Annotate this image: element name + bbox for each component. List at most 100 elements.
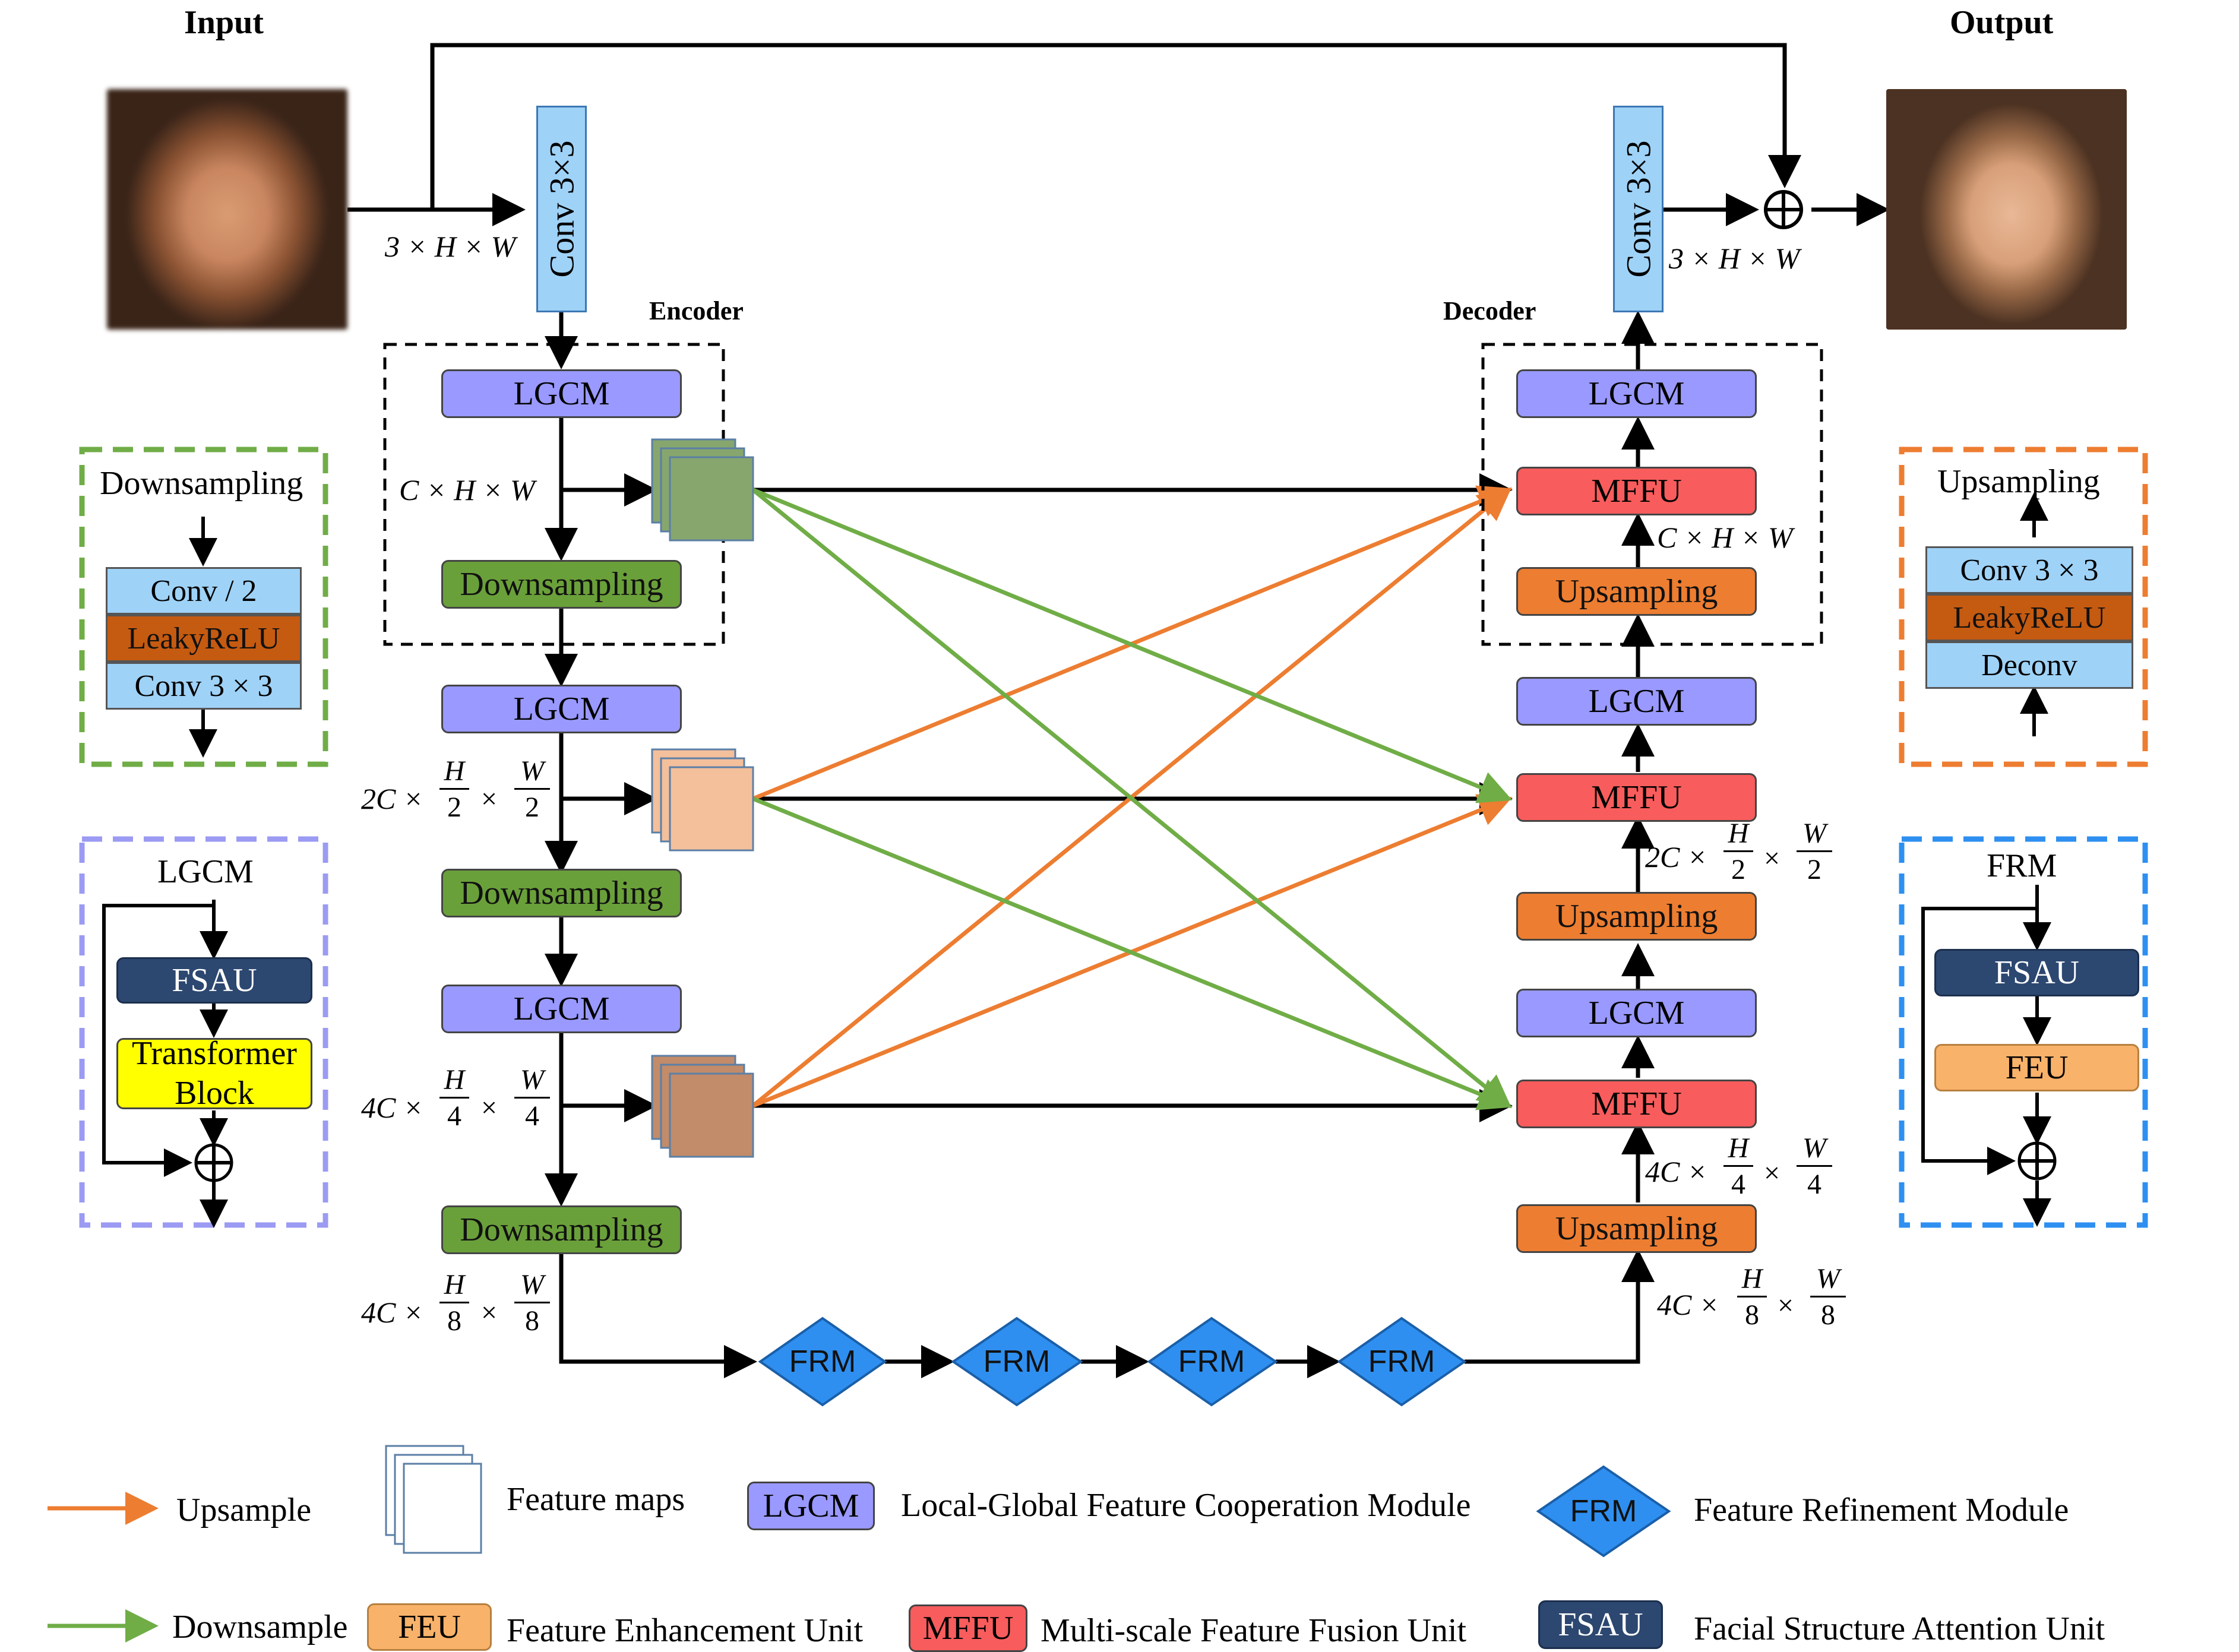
encoder-downsampling-1: Downsampling xyxy=(441,560,682,609)
downsampling-panel-leakyrelu: LeakyReLU xyxy=(106,615,302,662)
dec-dim-8-times: × xyxy=(1778,1290,1794,1321)
feature-map-scale-3 xyxy=(651,1055,754,1158)
feature-map-scale-2 xyxy=(651,748,754,852)
enc-dim-8-times: × xyxy=(481,1297,498,1328)
decoder-lgcm-2: LGCM xyxy=(1516,677,1757,726)
dec-dim-4c-times: × xyxy=(1764,1157,1781,1189)
frm-label-4: FRM xyxy=(1368,1344,1435,1379)
decoder-mffu-1: MFFU xyxy=(1516,467,1757,515)
frm-chain xyxy=(885,1249,1655,1378)
enc-dim-8-prefix: 4C × xyxy=(361,1296,423,1329)
output-face-image xyxy=(1886,89,2127,330)
legend-fsau-desc: Facial Structure Attention Unit xyxy=(1694,1610,2105,1647)
decoder-frame xyxy=(1481,343,1823,646)
frm-panel-flow xyxy=(1921,885,2057,1227)
legend-feu-desc: Feature Enhancement Unit xyxy=(507,1612,864,1649)
upsampling-panel-frame xyxy=(1899,447,2148,767)
decoder-lgcm-1: LGCM xyxy=(1516,369,1757,418)
legend-upsample-label: Upsample xyxy=(176,1492,312,1528)
enc-dim-c: C × H × W xyxy=(399,473,535,507)
decoder-upsampling-3: Upsampling xyxy=(1516,1204,1757,1253)
frm-label-1: FRM xyxy=(789,1344,856,1379)
encoder-lgcm-3: LGCM xyxy=(441,985,682,1033)
legend-frm-tag: FRM xyxy=(1570,1494,1637,1528)
frm-label-3: FRM xyxy=(1178,1344,1245,1379)
encoder-title: Encoder xyxy=(649,296,744,325)
lgcm-panel-transformer: Transformer Block xyxy=(116,1035,312,1112)
downsampling-panel-title: Downsampling xyxy=(100,465,303,502)
legend-lgcm-tag: LGCM xyxy=(747,1482,875,1530)
feature-map-scale-1 xyxy=(651,438,754,542)
upsampling-panel-conv3x3: Conv 3 × 3 xyxy=(1925,546,2133,594)
legend-feature-maps-label: Feature maps xyxy=(507,1481,685,1518)
decoder-mffu-2: MFFU xyxy=(1516,773,1757,822)
downsample-arrows xyxy=(751,488,1513,1110)
upsampling-panel-title: Upsampling xyxy=(1937,463,2100,500)
global-skip-connection xyxy=(347,43,1890,226)
encoder-downsampling-2: Downsampling xyxy=(441,869,682,917)
upsampling-panel-leakyrelu: LeakyReLU xyxy=(1925,594,2133,641)
enc-dim-2c-prefix: 2C × xyxy=(361,782,423,815)
enc-dim-2c-times: × xyxy=(481,783,498,815)
dec-dim-c: C × H × W xyxy=(1657,521,1793,554)
upsampling-panel-deconv: Deconv xyxy=(1925,641,2133,689)
legend-mffu-desc: Multi-scale Feature Fusion Unit xyxy=(1041,1612,1467,1649)
input-face-image xyxy=(107,89,347,330)
enc-dim-4c-times: × xyxy=(481,1092,498,1124)
input-conv-label: Conv 3×3 xyxy=(542,140,581,278)
encoder-downsampling-3: Downsampling xyxy=(441,1205,682,1254)
legend-feu-tag: FEU xyxy=(367,1603,492,1651)
downsampling-panel-frame xyxy=(79,447,328,767)
output-conv-label: Conv 3×3 xyxy=(1619,140,1658,278)
frm-panel-fsau: FSAU xyxy=(1934,949,2139,996)
lgcm-panel-flow xyxy=(102,900,233,1228)
output-dim-label: 3 × H × W xyxy=(1669,242,1800,275)
output-title: Output xyxy=(1950,4,2054,41)
lgcm-panel-title: LGCM xyxy=(157,853,254,890)
decoder-mffu-3: MFFU xyxy=(1516,1080,1757,1128)
input-title: Input xyxy=(184,4,264,41)
legend-lgcm-desc: Local-Global Feature Cooperation Module xyxy=(901,1487,1471,1524)
frm-label-2: FRM xyxy=(983,1344,1051,1379)
dec-dim-2c-prefix: 2C × xyxy=(1645,840,1707,874)
encoder-lgcm-2: LGCM xyxy=(441,685,682,733)
decoder-upsampling-2: Upsampling xyxy=(1516,892,1757,941)
input-conv-3x3: Conv 3×3 xyxy=(536,106,587,312)
dec-dim-8-prefix: 4C × xyxy=(1657,1288,1719,1321)
encoder-spine xyxy=(545,312,757,1378)
dec-dim-2c-times: × xyxy=(1764,843,1781,874)
frm-diamonds xyxy=(758,1316,1467,1407)
lgcm-panel-fsau: FSAU xyxy=(116,957,312,1004)
frm-panel-title: FRM xyxy=(1987,847,2057,884)
encoder-lgcm-1: LGCM xyxy=(441,369,682,418)
downsampling-panel-conv2: Conv / 2 xyxy=(106,567,302,615)
output-conv-3x3: Conv 3×3 xyxy=(1613,106,1664,312)
legend-graphics xyxy=(48,1445,1671,1642)
output-add-operator xyxy=(1764,190,1803,229)
decoder-title: Decoder xyxy=(1443,296,1536,325)
input-dim-label: 3 × H × W xyxy=(385,230,516,263)
legend-downsample-label: Downsample xyxy=(172,1609,348,1645)
downsampling-panel-conv3x3: Conv 3 × 3 xyxy=(106,662,302,710)
decoder-lgcm-3: LGCM xyxy=(1516,989,1757,1037)
dec-dim-4c-prefix: 4C × xyxy=(1645,1155,1707,1188)
legend-mffu-tag: MFFU xyxy=(909,1604,1027,1652)
decoder-upsampling-1: Upsampling xyxy=(1516,567,1757,616)
enc-dim-4c-prefix: 4C × xyxy=(361,1091,423,1124)
legend-fsau-tag: FSAU xyxy=(1538,1600,1663,1649)
frm-panel-feu: FEU xyxy=(1934,1044,2139,1091)
